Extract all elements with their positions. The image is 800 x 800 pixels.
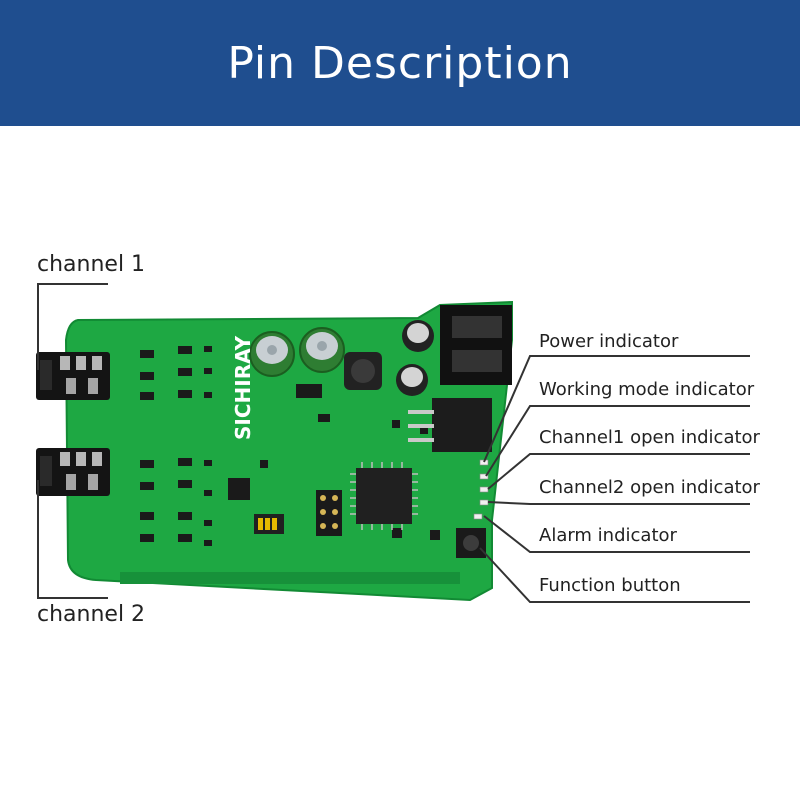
channel1-open-indicator-label: Channel1 open indicator [539, 427, 760, 448]
capacitor-black-bottom [396, 364, 428, 396]
alarm-indicator-label: Alarm indicator [539, 525, 677, 546]
channel-2-label: channel 2 [37, 602, 146, 627]
callout-line-working-mode [485, 405, 750, 477]
capacitor-right [299, 327, 345, 373]
callout-line-alarm [483, 515, 750, 553]
callout-line-channel-2 [37, 480, 108, 599]
working-mode-indicator-label: Working mode indicator [539, 379, 755, 400]
callout-lines [37, 283, 750, 603]
page-title: Pin Description [227, 37, 573, 89]
dip-switch [254, 514, 284, 534]
callout-line-channel-1 [37, 283, 108, 370]
capacitor-left [249, 331, 295, 377]
callout-line-channel2-open [487, 501, 750, 505]
pin-header-strip [120, 572, 460, 584]
microcontroller-chip [350, 462, 418, 530]
brand-text: SICHIRAY [231, 335, 255, 440]
audio-jack-channel-2 [36, 448, 110, 496]
callout-line-power [483, 355, 750, 463]
power-connector [440, 305, 512, 385]
inductor [344, 352, 382, 390]
programming-header [316, 490, 342, 536]
header-banner: Pin Description [0, 0, 800, 126]
voltage-regulator [408, 398, 492, 452]
function-button-label: Function button [539, 575, 681, 596]
function-button-switch [456, 528, 486, 558]
power-indicator-label: Power indicator [539, 331, 679, 352]
channel2-open-indicator-label: Channel2 open indicator [539, 477, 760, 498]
capacitor-black-top [402, 320, 434, 352]
channel-1-label: channel 1 [37, 252, 146, 277]
smd-components [140, 346, 440, 546]
callout-line-function-button [479, 547, 750, 603]
audio-jack-channel-1 [36, 352, 110, 400]
callout-line-channel1-open [487, 453, 750, 490]
